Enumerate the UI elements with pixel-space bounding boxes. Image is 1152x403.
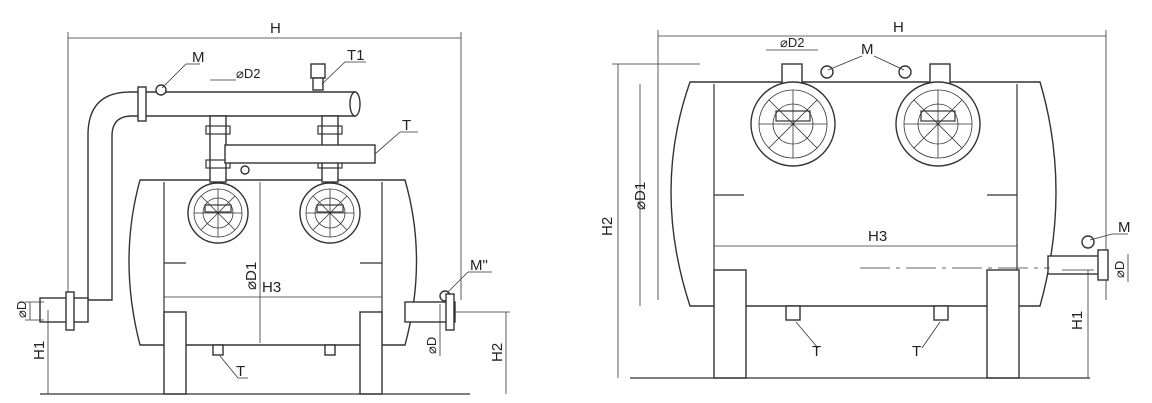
- left-inlet-flange: [39, 297, 89, 323]
- label-t-right-right: T: [912, 343, 921, 360]
- label-h1-right: H1: [1069, 311, 1086, 330]
- label-m: M: [192, 49, 205, 66]
- right-top-nozzle-1: [781, 63, 803, 85]
- left-manhole-1: [187, 182, 249, 244]
- label-h2-right: H2: [599, 217, 616, 236]
- label-t-top: T: [402, 117, 411, 134]
- label-h: H: [270, 20, 281, 37]
- label-h2: H2: [489, 343, 506, 362]
- right-leg-2: [986, 269, 1020, 379]
- left-manhole-2: [299, 182, 361, 244]
- label-h3-right: H3: [868, 228, 887, 245]
- label-t-bottom: T: [236, 363, 245, 380]
- label-h1: H1: [31, 341, 48, 360]
- label-t-left-right: T: [812, 343, 821, 360]
- right-manhole-2: [895, 81, 981, 167]
- label-m-right: M: [1118, 219, 1131, 236]
- label-t1: T1: [347, 47, 365, 64]
- label-m-top-right: M: [861, 41, 874, 58]
- left-leg-2: [359, 311, 383, 395]
- gauge-m: [155, 84, 167, 96]
- right-view: H: [599, 19, 1131, 379]
- label-h3: H3: [262, 279, 281, 296]
- left-leg-1: [163, 311, 187, 395]
- label-d1: ⌀D1: [243, 262, 260, 290]
- right-top-nozzle-2: [929, 63, 951, 85]
- right-outlet: [1047, 255, 1101, 275]
- label-d2: ⌀D2: [236, 66, 260, 81]
- label-m2: M": [470, 257, 488, 274]
- label-d1-right: ⌀D1: [632, 182, 649, 210]
- right-manhole-1: [750, 81, 836, 167]
- left-view: H: [14, 20, 510, 395]
- valve-t1: [310, 63, 326, 91]
- label-d-left: ⌀D: [14, 301, 29, 318]
- label-d2-right: ⌀D2: [780, 35, 804, 50]
- label-h-right: H: [893, 19, 904, 36]
- label-d-right: ⌀D: [424, 337, 439, 354]
- right-leg-1: [713, 269, 747, 379]
- label-d-right-view: ⌀D: [1112, 261, 1127, 278]
- left-outlet-pipe-t: [224, 144, 376, 164]
